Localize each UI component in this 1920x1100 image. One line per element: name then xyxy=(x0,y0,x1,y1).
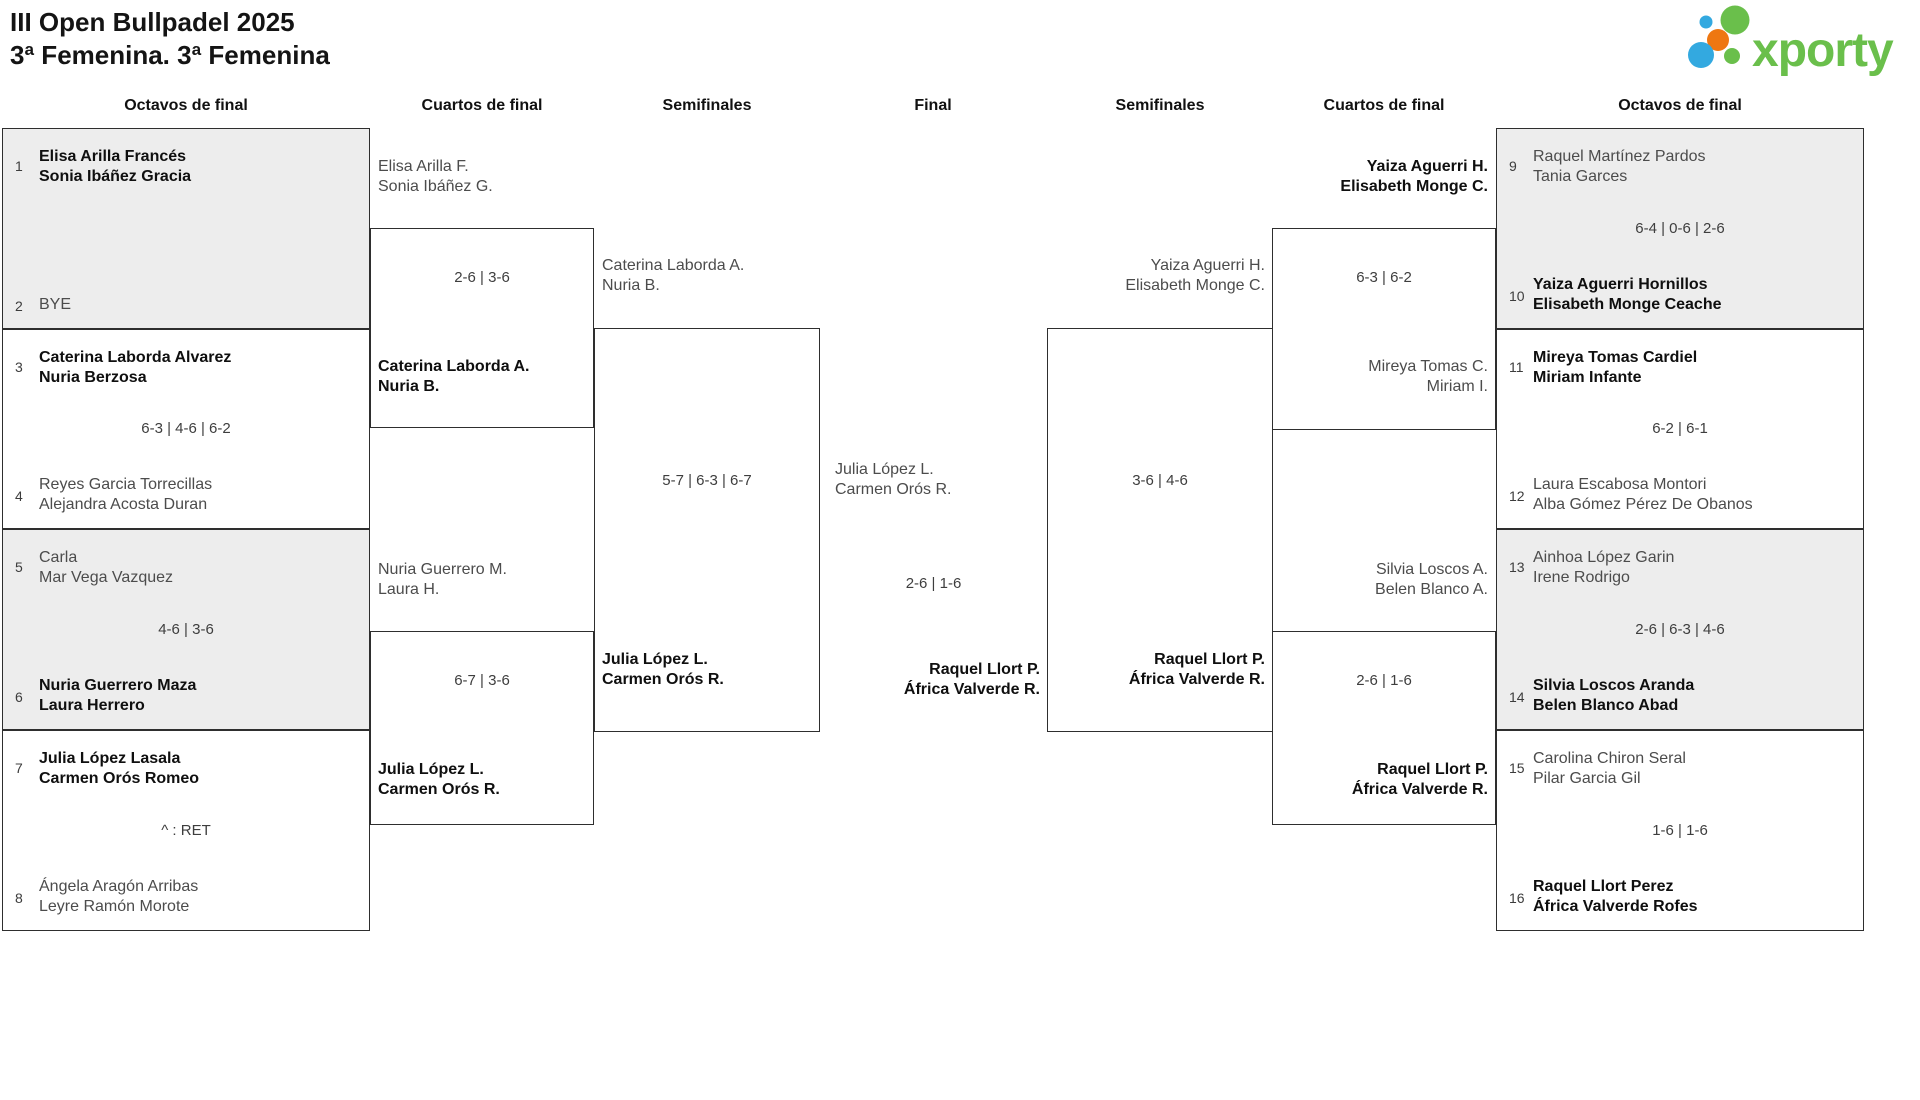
match-score: 2-6 | 6-3 | 4-6 xyxy=(1635,620,1725,638)
seed-number: 15 xyxy=(1509,760,1525,776)
team-name: Caterina Laborda A. Nuria B. xyxy=(602,257,745,294)
seed-number: 2 xyxy=(15,298,23,314)
seed-number: 6 xyxy=(15,689,23,705)
seed-number: 3 xyxy=(15,359,23,375)
match-box-qf-right-1 xyxy=(1272,228,1496,430)
match-box-qf-left-1 xyxy=(370,228,594,428)
team-name: Reyes Garcia Torrecillas Alejandra Acost… xyxy=(39,476,213,513)
seed-number: 11 xyxy=(1509,359,1524,375)
match-score: 2-6 | 1-6 xyxy=(1356,672,1412,689)
seed-number: 1 xyxy=(15,158,23,174)
seed-number: 5 xyxy=(15,559,23,575)
page-title: III Open Bullpadel 2025 3ª Femenina. 3ª … xyxy=(10,6,330,72)
round-header-octavos-left: Octavos de final xyxy=(124,97,248,114)
team-name: Caterina Laborda A. Nuria B. xyxy=(378,358,530,395)
team-name: Mireya Tomas C. Miriam I. xyxy=(1368,358,1488,395)
seed-number: 12 xyxy=(1509,488,1525,504)
team-name: Caterina Laborda Alvarez Nuria Berzosa xyxy=(39,349,232,386)
logo-dot-orange xyxy=(1707,29,1729,51)
match-box-r16-right-2: 11 Mireya Tomas Cardiel Miriam Infante 6… xyxy=(1496,329,1864,529)
match-score: 6-3 | 6-2 xyxy=(1356,269,1412,286)
match-score: 5-7 | 6-3 | 6-7 xyxy=(662,472,752,489)
team-name: Mireya Tomas Cardiel Miriam Infante xyxy=(1533,349,1698,386)
team-name: Raquel Llort P. África Valverde R. xyxy=(1351,761,1488,798)
match-score: 4-6 | 3-6 xyxy=(158,620,214,638)
round-header-final: Final xyxy=(914,97,952,114)
seed-number: 9 xyxy=(1509,158,1517,174)
match-box-r16-right-4: 15 Carolina Chiron Seral Pilar Garcia Gi… xyxy=(1496,730,1864,931)
team-name: Nuria Guerrero M. Laura H. xyxy=(378,561,507,598)
match-score: 1-6 | 1-6 xyxy=(1652,821,1708,839)
logo-dot-blue-large xyxy=(1688,42,1714,68)
match-box-qf-left-2 xyxy=(370,631,594,825)
team-name: Elisa Arilla Francés Sonia Ibáñez Gracia xyxy=(39,148,192,185)
round-header-semis-left: Semifinales xyxy=(662,97,752,114)
team-name: Yaiza Aguerri H. Elisabeth Monge C. xyxy=(1125,257,1265,294)
match-score: 6-2 | 6-1 xyxy=(1652,420,1708,437)
logo-wordmark: xporty xyxy=(1752,24,1894,77)
team-name: Raquel Martínez Pardos Tania Garces xyxy=(1533,148,1706,185)
seed-number: 13 xyxy=(1509,559,1525,575)
round-header-cuartos-right: Cuartos de final xyxy=(1323,97,1445,114)
team-name: Elisa Arilla F. Sonia Ibáñez G. xyxy=(378,158,493,195)
category-subtitle: 3ª Femenina. 3ª Femenina xyxy=(10,40,330,70)
team-name: Silvia Loscos A. Belen Blanco A. xyxy=(1375,561,1488,598)
team-name: Julia López L. Carmen Orós R. xyxy=(602,651,724,688)
match-score: 6-4 | 0-6 | 2-6 xyxy=(1635,219,1725,237)
logo-dot-green-large xyxy=(1720,5,1750,35)
match-box-r16-left-3: 5 Carla Mar Vega Vazquez 4-6 | 3-6 6 Nur… xyxy=(2,529,370,730)
team-name: Carolina Chiron Seral Pilar Garcia Gil xyxy=(1533,750,1686,787)
match-box-r16-left-4: 7 Julia López Lasala Carmen Orós Romeo ^… xyxy=(2,730,370,931)
seed-number: 14 xyxy=(1509,689,1525,705)
team-name: Carla Mar Vega Vazquez xyxy=(39,549,174,586)
team-name: Raquel Llort Perez África Valverde Rofes xyxy=(1533,878,1698,915)
team-name: BYE xyxy=(39,296,72,313)
team-name: Julia López L. Carmen Orós R. xyxy=(378,761,500,798)
team-name: Silvia Loscos Aranda Belen Blanco Abad xyxy=(1533,677,1695,714)
match-box-sf-left xyxy=(594,328,820,732)
team-name: Raquel Llort P. África Valverde R. xyxy=(1128,651,1265,688)
match-box-qf-right-2 xyxy=(1272,631,1496,825)
team-name: Ángela Aragón Arribas Leyre Ramón Morote xyxy=(39,878,199,915)
match-box-sf-right xyxy=(1047,328,1273,732)
match-score: 2-6 | 1-6 xyxy=(905,575,962,592)
team-name: Yaiza Aguerri H. Elisabeth Monge C. xyxy=(1340,158,1488,195)
seed-number: 16 xyxy=(1509,890,1525,906)
match-score: 2-6 | 3-6 xyxy=(454,269,510,286)
match-box-r16-left-2: 3 Caterina Laborda Alvarez Nuria Berzosa… xyxy=(2,329,370,529)
team-name: Ainhoa López Garin Irene Rodrigo xyxy=(1533,549,1675,586)
logo-dot-blue-small xyxy=(1699,15,1713,29)
match-box-r16-right-3: 13 Ainhoa López Garin Irene Rodrigo 2-6 … xyxy=(1496,529,1864,730)
match-score: 3-6 | 4-6 xyxy=(1132,472,1188,489)
round-header-cuartos-left: Cuartos de final xyxy=(421,97,543,114)
seed-number: 4 xyxy=(15,488,23,504)
tournament-title: III Open Bullpadel 2025 xyxy=(10,7,295,37)
match-box-r16-right-1: 9 Raquel Martínez Pardos Tania Garces 6-… xyxy=(1496,128,1864,329)
seed-number: 8 xyxy=(15,890,23,906)
team-name: Laura Escabosa Montori Alba Gómez Pérez … xyxy=(1533,476,1753,513)
team-name: Nuria Guerrero Maza Laura Herrero xyxy=(39,677,197,714)
team-name-champion: Raquel Llort P. África Valverde R. xyxy=(903,661,1040,698)
team-name: Yaiza Aguerri Hornillos Elisabeth Monge … xyxy=(1533,276,1722,313)
seed-number: 10 xyxy=(1509,288,1525,304)
xporty-logo[interactable]: xporty xyxy=(1686,2,1920,80)
round-header-semis-right: Semifinales xyxy=(1115,97,1205,114)
round-header-octavos-right: Octavos de final xyxy=(1618,97,1742,114)
match-box-r16-left-1: 1 Elisa Arilla Francés Sonia Ibáñez Grac… xyxy=(2,128,370,329)
match-score: 6-7 | 3-6 xyxy=(454,672,510,689)
logo-dot-green-small xyxy=(1724,48,1740,64)
team-name: Julia López L. Carmen Orós R. xyxy=(835,461,952,498)
match-score: 6-3 | 4-6 | 6-2 xyxy=(141,420,231,437)
seed-number: 7 xyxy=(15,760,23,776)
match-score: ^ : RET xyxy=(161,821,211,839)
team-name: Julia López Lasala Carmen Orós Romeo xyxy=(39,750,200,787)
